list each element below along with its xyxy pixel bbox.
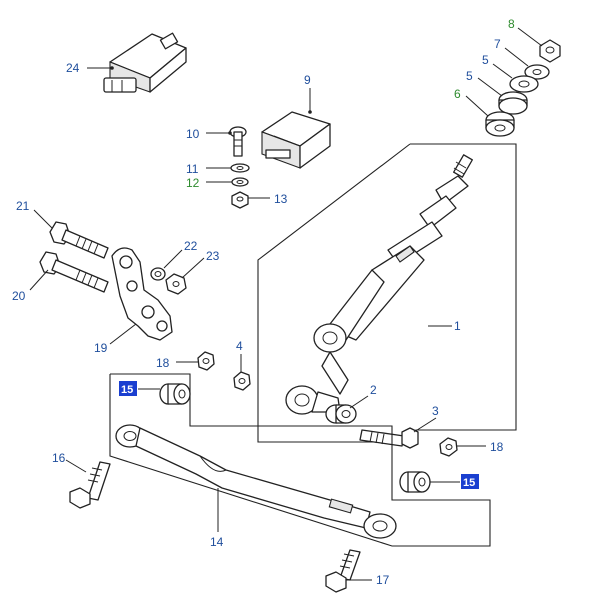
part-15-bush-upper <box>119 381 191 405</box>
part-9-module <box>261 88 331 169</box>
part-19-bracket <box>109 247 173 345</box>
callout-11: 11 <box>186 162 199 176</box>
callout-14: 14 <box>210 535 224 549</box>
callout-18-right: 18 <box>490 440 504 454</box>
part-3-bolt <box>359 417 437 449</box>
part-14-frame <box>109 373 491 547</box>
part-20-bolt <box>29 251 109 293</box>
part-24-module <box>87 32 187 93</box>
callout-labels: 24 9 10 11 12 13 8 7 5 5 6 21 22 23 20 1… <box>12 17 515 587</box>
callout-17: 17 <box>376 573 390 587</box>
callout-15-lower: 15 <box>463 477 475 489</box>
callout-1: 1 <box>454 319 461 333</box>
part-5-bush-lower <box>477 77 528 115</box>
part-12-washer <box>206 177 249 187</box>
callout-7: 7 <box>494 37 501 51</box>
part-10-bolt <box>206 126 247 157</box>
part-23-nut <box>165 257 205 295</box>
callout-3: 3 <box>432 404 439 418</box>
callout-9: 9 <box>304 73 311 87</box>
part-18-nut-right <box>439 437 486 457</box>
callout-8: 8 <box>508 17 515 31</box>
part-17-bolt <box>325 549 372 593</box>
part-6-bush <box>465 95 515 137</box>
callout-5-upper: 5 <box>482 53 489 67</box>
part-21-bolt <box>33 209 109 259</box>
part-11-washer <box>206 163 250 173</box>
callout-21: 21 <box>16 199 30 213</box>
callout-19: 19 <box>94 341 108 355</box>
callout-18-upper: 18 <box>156 356 170 370</box>
callout-24: 24 <box>66 61 80 75</box>
callout-22: 22 <box>184 239 198 253</box>
part-4-nut <box>233 354 251 391</box>
callout-4: 4 <box>236 339 243 353</box>
part-18-nut-upper <box>176 351 215 371</box>
part-16-bolt <box>65 459 111 509</box>
callout-16: 16 <box>52 451 66 465</box>
part-14-link-arm <box>115 424 397 539</box>
callout-5-lower: 5 <box>466 69 473 83</box>
callout-12: 12 <box>186 176 200 190</box>
callout-23: 23 <box>206 249 220 263</box>
callout-20: 20 <box>12 289 26 303</box>
part-2-bush <box>325 395 369 424</box>
callout-2: 2 <box>370 383 377 397</box>
callout-15-upper: 15 <box>121 384 133 396</box>
part-1-radius-arm <box>285 154 473 415</box>
callout-10: 10 <box>186 127 200 141</box>
part-8-nut <box>517 27 561 63</box>
part-5-bush-upper <box>492 63 539 93</box>
callout-6: 6 <box>454 87 461 101</box>
part-13-nut <box>231 191 270 209</box>
callout-13: 13 <box>274 192 288 206</box>
part-22-washer <box>150 249 183 281</box>
part-15-bush-lower <box>399 471 479 493</box>
part-7-washer <box>504 47 550 80</box>
